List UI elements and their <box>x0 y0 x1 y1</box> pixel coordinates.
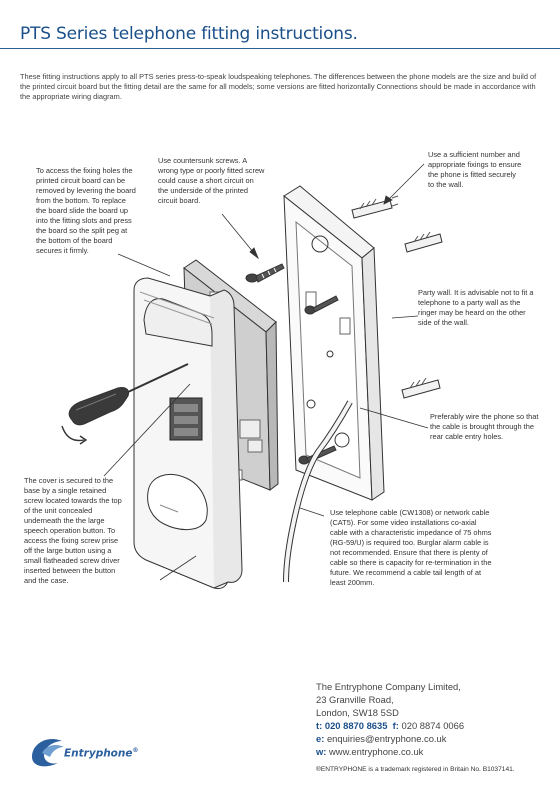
note-countersunk-screws: Use countersunk screws. A wrong type or … <box>158 156 265 205</box>
leader-lines <box>103 163 429 581</box>
note-cover: The cover is secured to the base by a si… <box>24 476 122 585</box>
screw-mid <box>304 295 339 315</box>
screwdriver <box>68 363 189 426</box>
screw-top <box>245 263 285 283</box>
web-link[interactable]: www.entryphone.co.uk <box>329 746 424 757</box>
wall-plug-3 <box>401 377 441 399</box>
logo-registered-mark: ® <box>132 747 139 754</box>
note-cable-type: Use telephone cable (CW1308) or network … <box>330 508 492 587</box>
rotate-arrow <box>61 425 85 442</box>
intro-paragraph: These fitting instructions apply to all … <box>20 72 537 101</box>
company-web-line: w: www.entryphone.co.uk <box>316 745 546 758</box>
company-email-line: e: enquiries@entryphone.co.uk <box>316 732 546 745</box>
wall-plug-1 <box>351 195 399 219</box>
wall-plug-2 <box>404 231 443 253</box>
back-box <box>283 185 385 501</box>
entryphone-logo-mark <box>32 738 64 767</box>
page-title: PTS Series telephone fitting instruction… <box>20 24 358 44</box>
title-divider <box>0 48 560 49</box>
company-name: The Entryphone Company Limited, <box>316 681 461 692</box>
front-cover <box>133 277 243 589</box>
tel-number: 020 8870 8635 <box>324 720 388 731</box>
company-street: 23 Granville Road, <box>316 694 394 705</box>
web-label: w: <box>316 746 327 757</box>
note-party-wall: Party wall. It is advisable not to fit a… <box>418 288 534 327</box>
company-address: The Entryphone Company Limited, 23 Granv… <box>316 680 546 758</box>
trademark-notice: ®ENTRYPHONE is a trademark registered in… <box>316 766 515 773</box>
note-fixings: Use a sufficient number and appropriate … <box>428 150 522 189</box>
company-phones: t: 020 8870 8635 f: 020 8874 0066 <box>316 719 546 732</box>
email-label: e: <box>316 733 325 744</box>
note-fixing-holes: To access the fixing holes the printed c… <box>36 166 136 255</box>
company-city: London, SW18 5SD <box>316 707 399 718</box>
note-cable-entry: Preferably wire the phone so that the ca… <box>430 412 539 441</box>
tel-label: t: <box>316 720 323 731</box>
fax-number: 020 8874 0066 <box>401 720 465 731</box>
fax-label: f: <box>392 720 399 731</box>
email-link[interactable]: enquiries@entryphone.co.uk <box>326 733 447 744</box>
entryphone-logo-text: Entryphone® <box>64 747 139 760</box>
logo-wordmark: Entryphone <box>64 747 133 760</box>
